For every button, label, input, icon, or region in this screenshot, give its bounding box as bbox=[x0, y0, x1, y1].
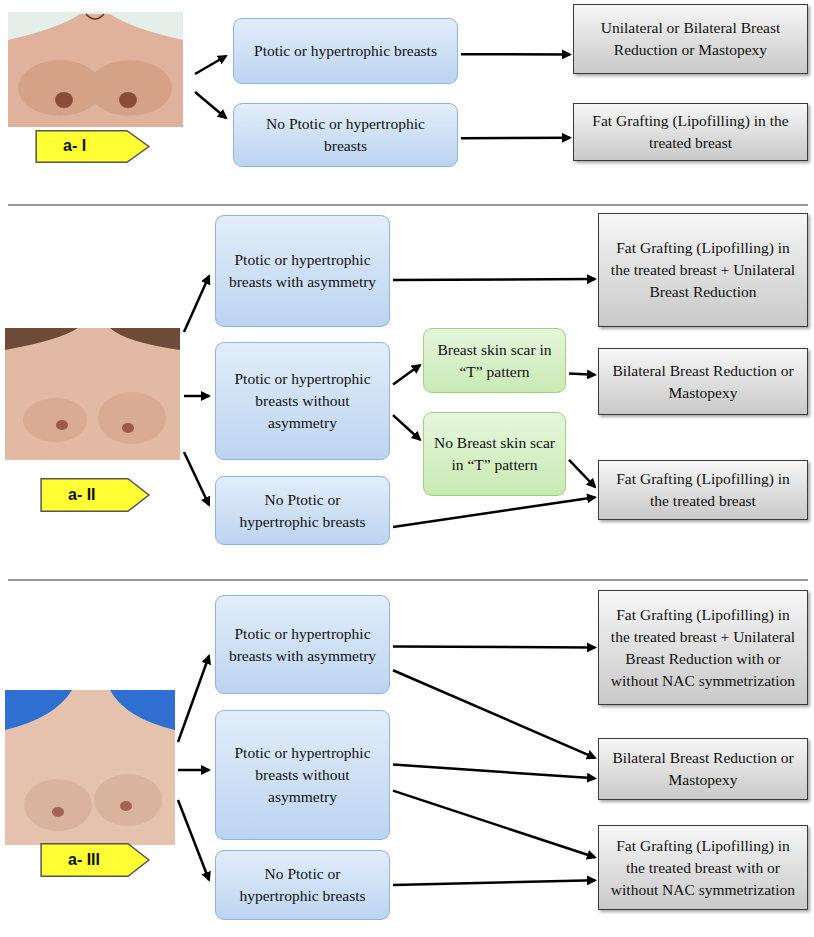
box-text: Fat Grafting (Lipofilling) in the treate… bbox=[609, 604, 797, 692]
box-text: Ptotic or hypertrophic breasts without a… bbox=[228, 742, 377, 808]
treatment-box: Fat Grafting (Lipofilling) in the treate… bbox=[573, 103, 808, 161]
flow-arrow bbox=[393, 646, 595, 647]
flow-arrow bbox=[569, 460, 595, 487]
box-text: No Breast skin scar in “T” pattern bbox=[434, 432, 555, 476]
scar-box: No Breast skin scar in “T” pattern bbox=[423, 412, 566, 496]
tag-arrow-shape bbox=[35, 130, 150, 163]
flow-arrow bbox=[393, 791, 595, 858]
box-text: Ptotic or hypertrophic breasts bbox=[254, 40, 437, 62]
condition-box: No Ptotic or hypertrophic breasts bbox=[233, 103, 458, 167]
section-tag: a- III bbox=[40, 843, 150, 877]
patient-photo bbox=[8, 12, 183, 127]
box-text: Bilateral Breast Reduction or Mastopexy bbox=[609, 747, 797, 791]
condition-box: Ptotic or hypertrophic breasts without a… bbox=[215, 710, 390, 840]
separator-line bbox=[8, 205, 808, 206]
box-text: No Ptotic or hypertrophic breasts bbox=[228, 489, 377, 533]
box-text: Ptotic or hypertrophic breasts with asym… bbox=[228, 249, 377, 293]
condition-box: Ptotic or hypertrophic breasts with asym… bbox=[215, 215, 390, 327]
box-text: Bilateral Breast Reduction or Mastopexy bbox=[609, 360, 797, 404]
box-text: No Ptotic or hypertrophic breasts bbox=[228, 863, 377, 907]
treatment-box: Unilateral or Bilateral Breast Reduction… bbox=[573, 4, 808, 74]
treatment-box: Fat Grafting (Lipofilling) in the treate… bbox=[598, 213, 808, 327]
box-text: Fat Grafting (Lipofilling) in the treate… bbox=[584, 110, 797, 154]
flow-arrow bbox=[393, 497, 595, 527]
condition-box: Ptotic or hypertrophic breasts with asym… bbox=[215, 595, 390, 694]
flow-arrow bbox=[461, 53, 570, 56]
treatment-box: Bilateral Breast Reduction or Mastopexy bbox=[598, 348, 808, 415]
box-text: Fat Grafting (Lipofilling) in the treate… bbox=[609, 237, 797, 303]
section-label: a- II bbox=[68, 484, 96, 507]
treatment-box: Fat Grafting (Lipofilling) in the treate… bbox=[598, 460, 808, 520]
box-text: Ptotic or hypertrophic breasts without a… bbox=[228, 368, 377, 434]
patient-photo bbox=[5, 690, 175, 845]
treatment-box: Bilateral Breast Reduction or Mastopexy bbox=[598, 738, 808, 800]
section-label: a- III bbox=[68, 849, 100, 872]
treatment-box: Fat Grafting (Lipofilling) in the treate… bbox=[598, 825, 808, 910]
flow-arrow bbox=[393, 278, 595, 281]
section-label: a- I bbox=[63, 135, 86, 158]
flow-arrow bbox=[393, 415, 420, 440]
condition-box: No Ptotic or hypertrophic breasts bbox=[215, 850, 390, 920]
condition-box: Ptotic or hypertrophic breasts without a… bbox=[215, 342, 390, 460]
box-text: Breast skin scar in “T” pattern bbox=[434, 339, 555, 383]
box-text: No Ptotic or hypertrophic breasts bbox=[246, 113, 445, 157]
flow-arrow bbox=[393, 365, 420, 384]
flow-arrow bbox=[393, 880, 595, 885]
flow-arrow bbox=[393, 765, 595, 779]
condition-box: Ptotic or hypertrophic breasts bbox=[233, 18, 458, 84]
patient-photo bbox=[5, 328, 180, 460]
flow-arrow bbox=[393, 670, 595, 758]
separator-line bbox=[8, 580, 808, 581]
treatment-box: Fat Grafting (Lipofilling) in the treate… bbox=[598, 590, 808, 705]
box-text: Unilateral or Bilateral Breast Reduction… bbox=[584, 17, 797, 61]
condition-box: No Ptotic or hypertrophic breasts bbox=[215, 476, 390, 545]
section-tag: a- II bbox=[40, 478, 150, 512]
scar-box: Breast skin scar in “T” pattern bbox=[423, 328, 566, 393]
flow-arrow bbox=[569, 374, 595, 375]
section-tag: a- I bbox=[35, 130, 150, 163]
box-text: Ptotic or hypertrophic breasts with asym… bbox=[228, 623, 377, 667]
box-text: Fat Grafting (Lipofilling) in the treate… bbox=[609, 835, 797, 901]
flow-arrow bbox=[461, 137, 570, 140]
box-text: Fat Grafting (Lipofilling) in the treate… bbox=[609, 468, 797, 512]
